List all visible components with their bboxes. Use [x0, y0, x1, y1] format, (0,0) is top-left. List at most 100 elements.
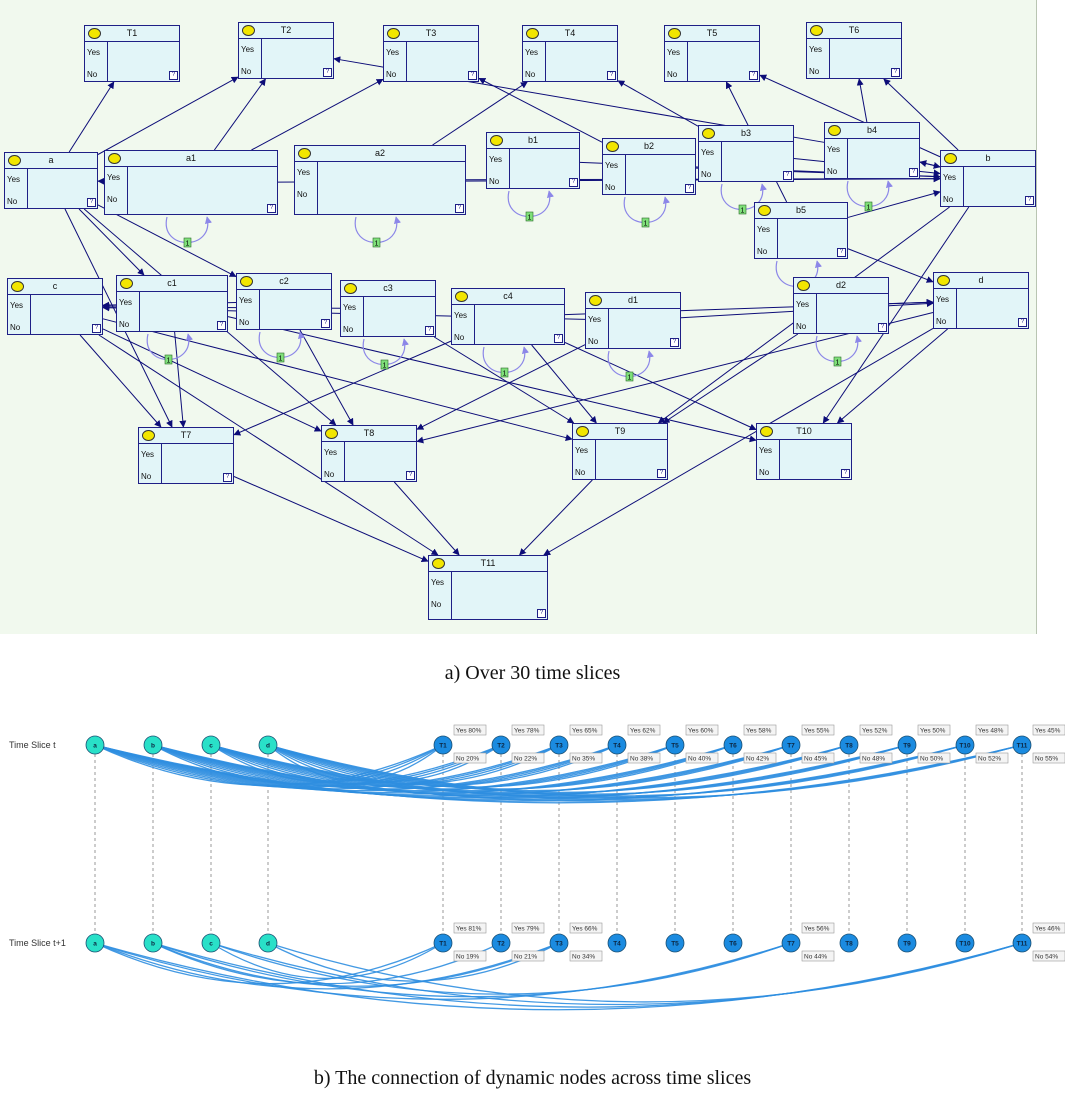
dyn-node-row_t-T4[interactable]	[607, 735, 627, 755]
help-icon[interactable]: ?	[909, 168, 918, 177]
help-icon[interactable]: ?	[657, 469, 666, 478]
help-icon[interactable]: ?	[537, 609, 546, 618]
help-icon[interactable]: ?	[1025, 196, 1034, 205]
dyn-node-row_t-T1[interactable]	[433, 735, 453, 755]
help-icon[interactable]: ?	[749, 71, 758, 80]
state-no: No	[454, 333, 465, 342]
arc-d2-to-T9	[662, 333, 799, 424]
prob-tag-no: No 45%	[804, 756, 827, 763]
dyn-node-row_t1-a[interactable]	[85, 933, 105, 953]
node-header: T8	[322, 426, 416, 442]
help-icon[interactable]: ?	[267, 204, 276, 213]
dyn-node-row_t1-T7[interactable]	[781, 933, 801, 953]
help-icon[interactable]: ?	[1018, 318, 1027, 327]
dyn-node-row_t-T3[interactable]	[549, 735, 569, 755]
help-icon[interactable]: ?	[425, 326, 434, 335]
help-icon[interactable]: ?	[455, 204, 464, 213]
help-icon[interactable]: ?	[468, 71, 477, 80]
dyn-node-row_t-c[interactable]	[201, 735, 221, 755]
help-icon[interactable]: ?	[92, 324, 101, 333]
arc-T8-to-T11	[393, 481, 460, 556]
link-t-b-T6	[152, 744, 734, 793]
dyn-node-row_t1-T8[interactable]	[839, 933, 859, 953]
help-icon[interactable]: ?	[841, 469, 850, 478]
help-icon[interactable]: ?	[685, 184, 694, 193]
dyn-node-row_t-d[interactable]	[258, 735, 278, 755]
help-icon[interactable]: ?	[169, 71, 178, 80]
arc-a1-to-T2	[213, 78, 266, 151]
dyn-node-row_t-T9[interactable]	[897, 735, 917, 755]
prob-tag-yes: Yes 55%	[804, 728, 830, 735]
help-icon[interactable]: ?	[406, 471, 415, 480]
help-icon[interactable]: ?	[569, 178, 578, 187]
dyn-node-row_t-a[interactable]	[85, 735, 105, 755]
help-icon[interactable]: ?	[217, 321, 226, 330]
dyn-node-row_t-T5[interactable]	[665, 735, 685, 755]
dyn-node-row_t1-b[interactable]	[143, 933, 163, 953]
dyn-node-row_t-T7[interactable]	[781, 735, 801, 755]
help-icon[interactable]: ?	[670, 338, 679, 347]
dyn-node-row_t-T6[interactable]	[723, 735, 743, 755]
dyn-node-row_t-T2[interactable]	[491, 735, 511, 755]
link-t-a-T7	[94, 744, 792, 797]
help-icon[interactable]: ?	[891, 68, 900, 77]
dyn-node-row_t1-T5[interactable]	[665, 933, 685, 953]
dyn-node-row_t1-d[interactable]	[258, 933, 278, 953]
dyn-node-row_t-T10[interactable]	[955, 735, 975, 755]
help-icon[interactable]: ?	[223, 473, 232, 482]
help-icon[interactable]: ?	[323, 68, 332, 77]
dyn-node-row_t1-T2[interactable]	[491, 933, 511, 953]
dyn-node-row_t-b[interactable]	[143, 735, 163, 755]
dyn-node-row_t1-T1[interactable]	[433, 933, 453, 953]
help-icon[interactable]: ?	[783, 171, 792, 180]
help-icon[interactable]: ?	[87, 198, 96, 207]
help-icon[interactable]: ?	[554, 334, 563, 343]
dyn-node-row_t1-c[interactable]	[201, 933, 221, 953]
dyn-node-row_t-T11[interactable]	[1012, 735, 1032, 755]
state-yes: Yes	[107, 173, 121, 182]
status-lamp-icon	[240, 276, 253, 287]
help-icon[interactable]: ?	[837, 248, 846, 257]
dyn-node-row_t1-T4[interactable]	[607, 933, 627, 953]
dyn-node-row_t1-T10[interactable]	[955, 933, 975, 953]
help-icon[interactable]: ?	[321, 319, 330, 328]
node-header: c3	[341, 281, 435, 297]
dyn-node-row_t1-T3[interactable]	[549, 933, 569, 953]
dyn-node-row_t1-T11[interactable]	[1012, 933, 1032, 953]
dyn-node-row_t1-T6[interactable]	[723, 933, 743, 953]
help-icon[interactable]: ?	[878, 323, 887, 332]
dyn-node-row_t-T8[interactable]	[839, 735, 859, 755]
node-header: T3	[384, 26, 478, 42]
dyn-node-row_t1-T9[interactable]	[897, 933, 917, 953]
help-icon[interactable]: ?	[607, 71, 616, 80]
